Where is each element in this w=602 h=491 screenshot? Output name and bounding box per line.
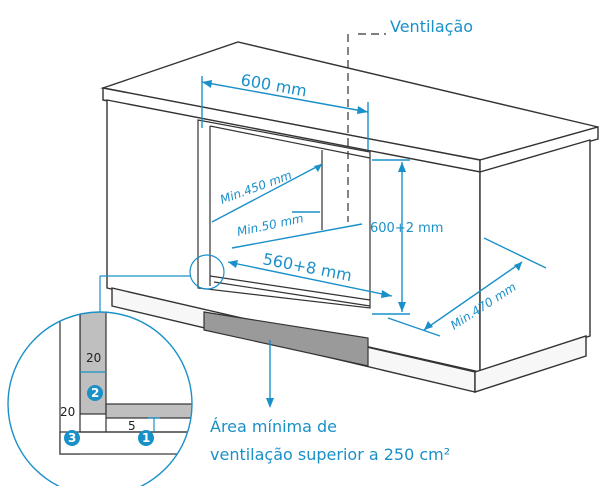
arrowheads <box>202 80 522 408</box>
dimension-lines <box>201 33 547 404</box>
arrow-450-right <box>314 164 322 172</box>
detail-bottom-panel <box>105 403 192 419</box>
label-area-line2: ventilação superior a 250 cm² <box>210 445 450 464</box>
label-ventilation: Ventilação <box>390 17 473 36</box>
dim-600-line <box>201 81 369 113</box>
arrow-height-top <box>398 162 406 172</box>
badge-1-label: 1 <box>142 431 150 445</box>
badge-2-icon <box>87 385 103 401</box>
niche-floor-line <box>209 275 371 301</box>
arrow-600-left <box>202 80 212 88</box>
countertop-side <box>479 126 599 173</box>
dim-450-line <box>211 163 323 223</box>
arrow-600-right <box>357 106 368 114</box>
arrow-area-down <box>266 398 274 408</box>
dim-560-line <box>227 261 393 297</box>
niche-floor-line-2 <box>213 281 371 307</box>
cabinet-side <box>479 139 591 373</box>
dim-470-line <box>423 261 523 331</box>
arrow-560-left <box>228 260 238 268</box>
callout-source-ring <box>189 254 225 290</box>
ventilation-opening <box>203 311 369 367</box>
plinth-side <box>474 335 587 393</box>
detail-circle-border <box>7 311 193 491</box>
detail-dim-5: 5 <box>128 419 136 433</box>
oven-niche <box>197 119 371 367</box>
badge-1-icon <box>138 430 154 446</box>
dim-50-base <box>231 223 363 249</box>
arrow-height-bottom <box>398 302 406 312</box>
niche-opening <box>197 119 371 309</box>
niche-inner-top <box>209 125 371 159</box>
badge-3-icon <box>64 430 80 446</box>
detail-callout: 20 20 5 2 3 1 <box>7 254 225 491</box>
arrow-470-left <box>424 321 433 330</box>
dim-470-ext-2 <box>483 237 547 269</box>
label-area-line1: Área mínima de <box>210 417 337 436</box>
badge-2-label: 2 <box>91 386 99 400</box>
label-600plus2: 600+2 mm <box>370 221 443 236</box>
arrow-560-right <box>381 290 392 298</box>
detail-dim-20-top: 20 <box>86 351 101 365</box>
dim-470-ext-1 <box>387 317 441 337</box>
arrow-470-right <box>514 262 522 271</box>
badge-3-label: 3 <box>68 431 76 445</box>
detail-dim-20-left: 20 <box>60 405 75 419</box>
